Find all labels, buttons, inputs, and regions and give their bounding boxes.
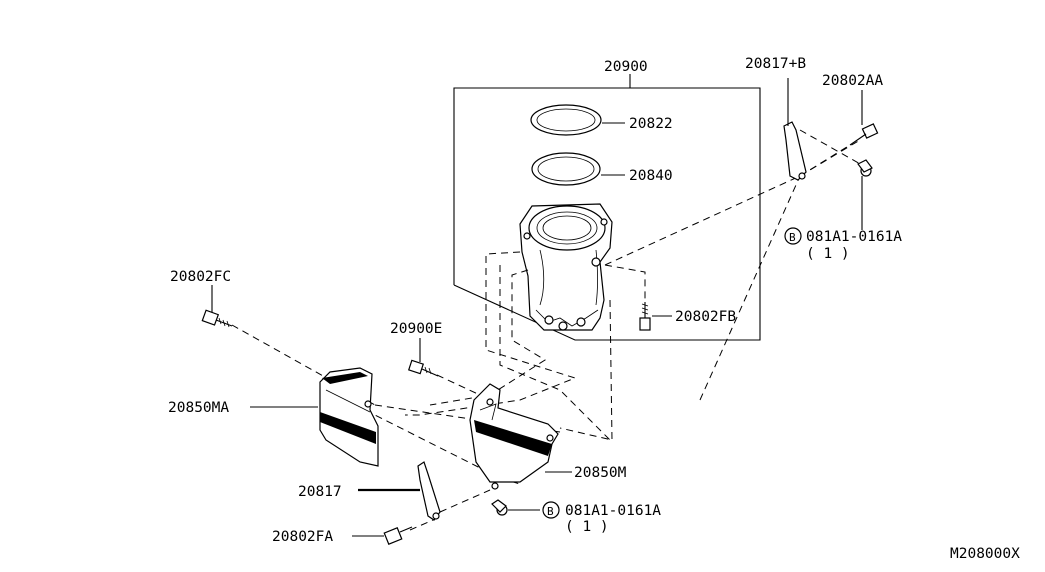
bolt-20802aa — [849, 90, 879, 146]
label-081a1-upper: 081A1-0161A — [806, 229, 902, 245]
bolt-20802fb — [639, 302, 672, 331]
bolt-marker-b-lower-text: B — [547, 505, 554, 518]
bolt-081a1-upper — [784, 159, 873, 245]
label-20802fb: 20802FB — [675, 309, 736, 325]
insulator-20850m — [469, 383, 572, 490]
bolt-20900e — [407, 338, 439, 377]
label-081a1-lower: 081A1-0161A — [565, 503, 661, 519]
bolt-20802fc — [201, 285, 233, 328]
bolt-marker-b-upper — [784, 227, 802, 245]
label-20900: 20900 — [604, 59, 648, 75]
insulator-20850ma — [250, 367, 379, 467]
assembly-frame — [453, 74, 761, 341]
label-081a1-lower-qty: ( 1 ) — [565, 519, 609, 535]
bolt-marker-b-lower — [542, 501, 560, 519]
label-20850m: 20850M — [574, 465, 627, 481]
lower-bracket-20817 — [358, 461, 441, 521]
label-20900e: 20900E — [390, 321, 442, 337]
catalytic-converter — [519, 203, 613, 331]
label-20822: 20822 — [629, 116, 673, 132]
label-081a1-upper-qty: ( 1 ) — [806, 246, 850, 262]
label-20802aa: 20802AA — [822, 73, 883, 89]
bolt-20802fa — [352, 526, 413, 545]
upper-bracket-20817b — [783, 78, 807, 181]
label-20817b: 20817+B — [745, 56, 806, 72]
callout-labels: 20900 20822 20840 20817+B 20802AA B 081A… — [168, 56, 1020, 562]
label-20840: 20840 — [629, 168, 673, 184]
bolt-marker-b-upper-text: B — [789, 231, 796, 244]
label-20817: 20817 — [298, 484, 342, 500]
gasket-ring-20822 — [530, 104, 625, 136]
label-20802fc: 20802FC — [170, 269, 231, 285]
label-20850ma: 20850MA — [168, 400, 229, 416]
bolt-081a1-lower — [491, 499, 560, 519]
label-20802fa: 20802FA — [272, 529, 333, 545]
figure-code: M208000X — [950, 546, 1020, 562]
gasket-ring-20840 — [531, 152, 625, 186]
